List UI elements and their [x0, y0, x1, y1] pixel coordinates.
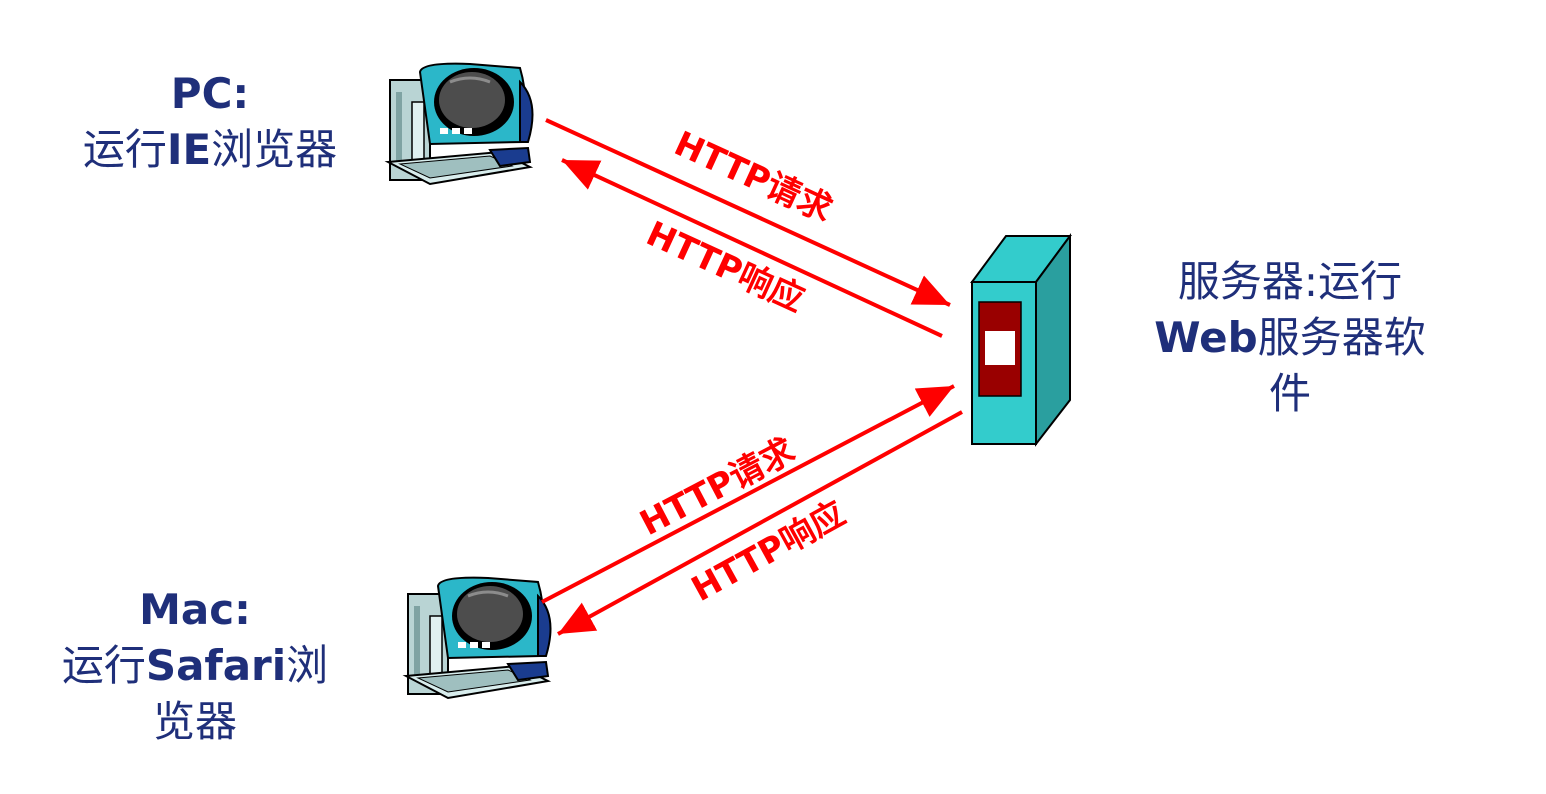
pc-computer-icon	[384, 62, 534, 186]
server-desc-web: Web	[1154, 313, 1258, 362]
pc-description: 运行IE浏览器	[40, 122, 380, 178]
server-tower-icon	[970, 232, 1072, 447]
mac-desc-suffix: 浏	[286, 641, 329, 690]
mac-request-arrow	[541, 384, 955, 604]
mac-desc-browser: Safari	[145, 641, 287, 690]
mac-title: Mac:	[139, 585, 251, 634]
pc-client-label: PC: 运行IE浏览器	[40, 66, 380, 178]
mac-client-label: Mac: 运行Safari浏 览器	[30, 582, 360, 750]
mac-response-arrow	[557, 410, 963, 636]
server-title: 服务器:运行	[1177, 257, 1403, 306]
mac-description-line3: 览器	[152, 697, 237, 746]
server-description: Web服务器软	[1120, 310, 1460, 366]
pc-response-arrow	[561, 158, 943, 338]
pc-request-arrow	[545, 118, 951, 307]
server-label: 服务器:运行 Web服务器软 件	[1120, 254, 1460, 422]
server-desc-suffix: 服务器软	[1257, 313, 1426, 362]
mac-description: 运行Safari浏	[30, 638, 360, 694]
pc-desc-browser: IE	[166, 125, 212, 174]
pc-desc-prefix: 运行	[82, 125, 167, 174]
mac-computer-icon	[402, 576, 552, 700]
pc-title: PC:	[170, 69, 250, 118]
server-description-line3: 件	[1268, 369, 1311, 418]
mac-desc-prefix: 运行	[61, 641, 146, 690]
pc-desc-suffix: 浏览器	[211, 125, 338, 174]
